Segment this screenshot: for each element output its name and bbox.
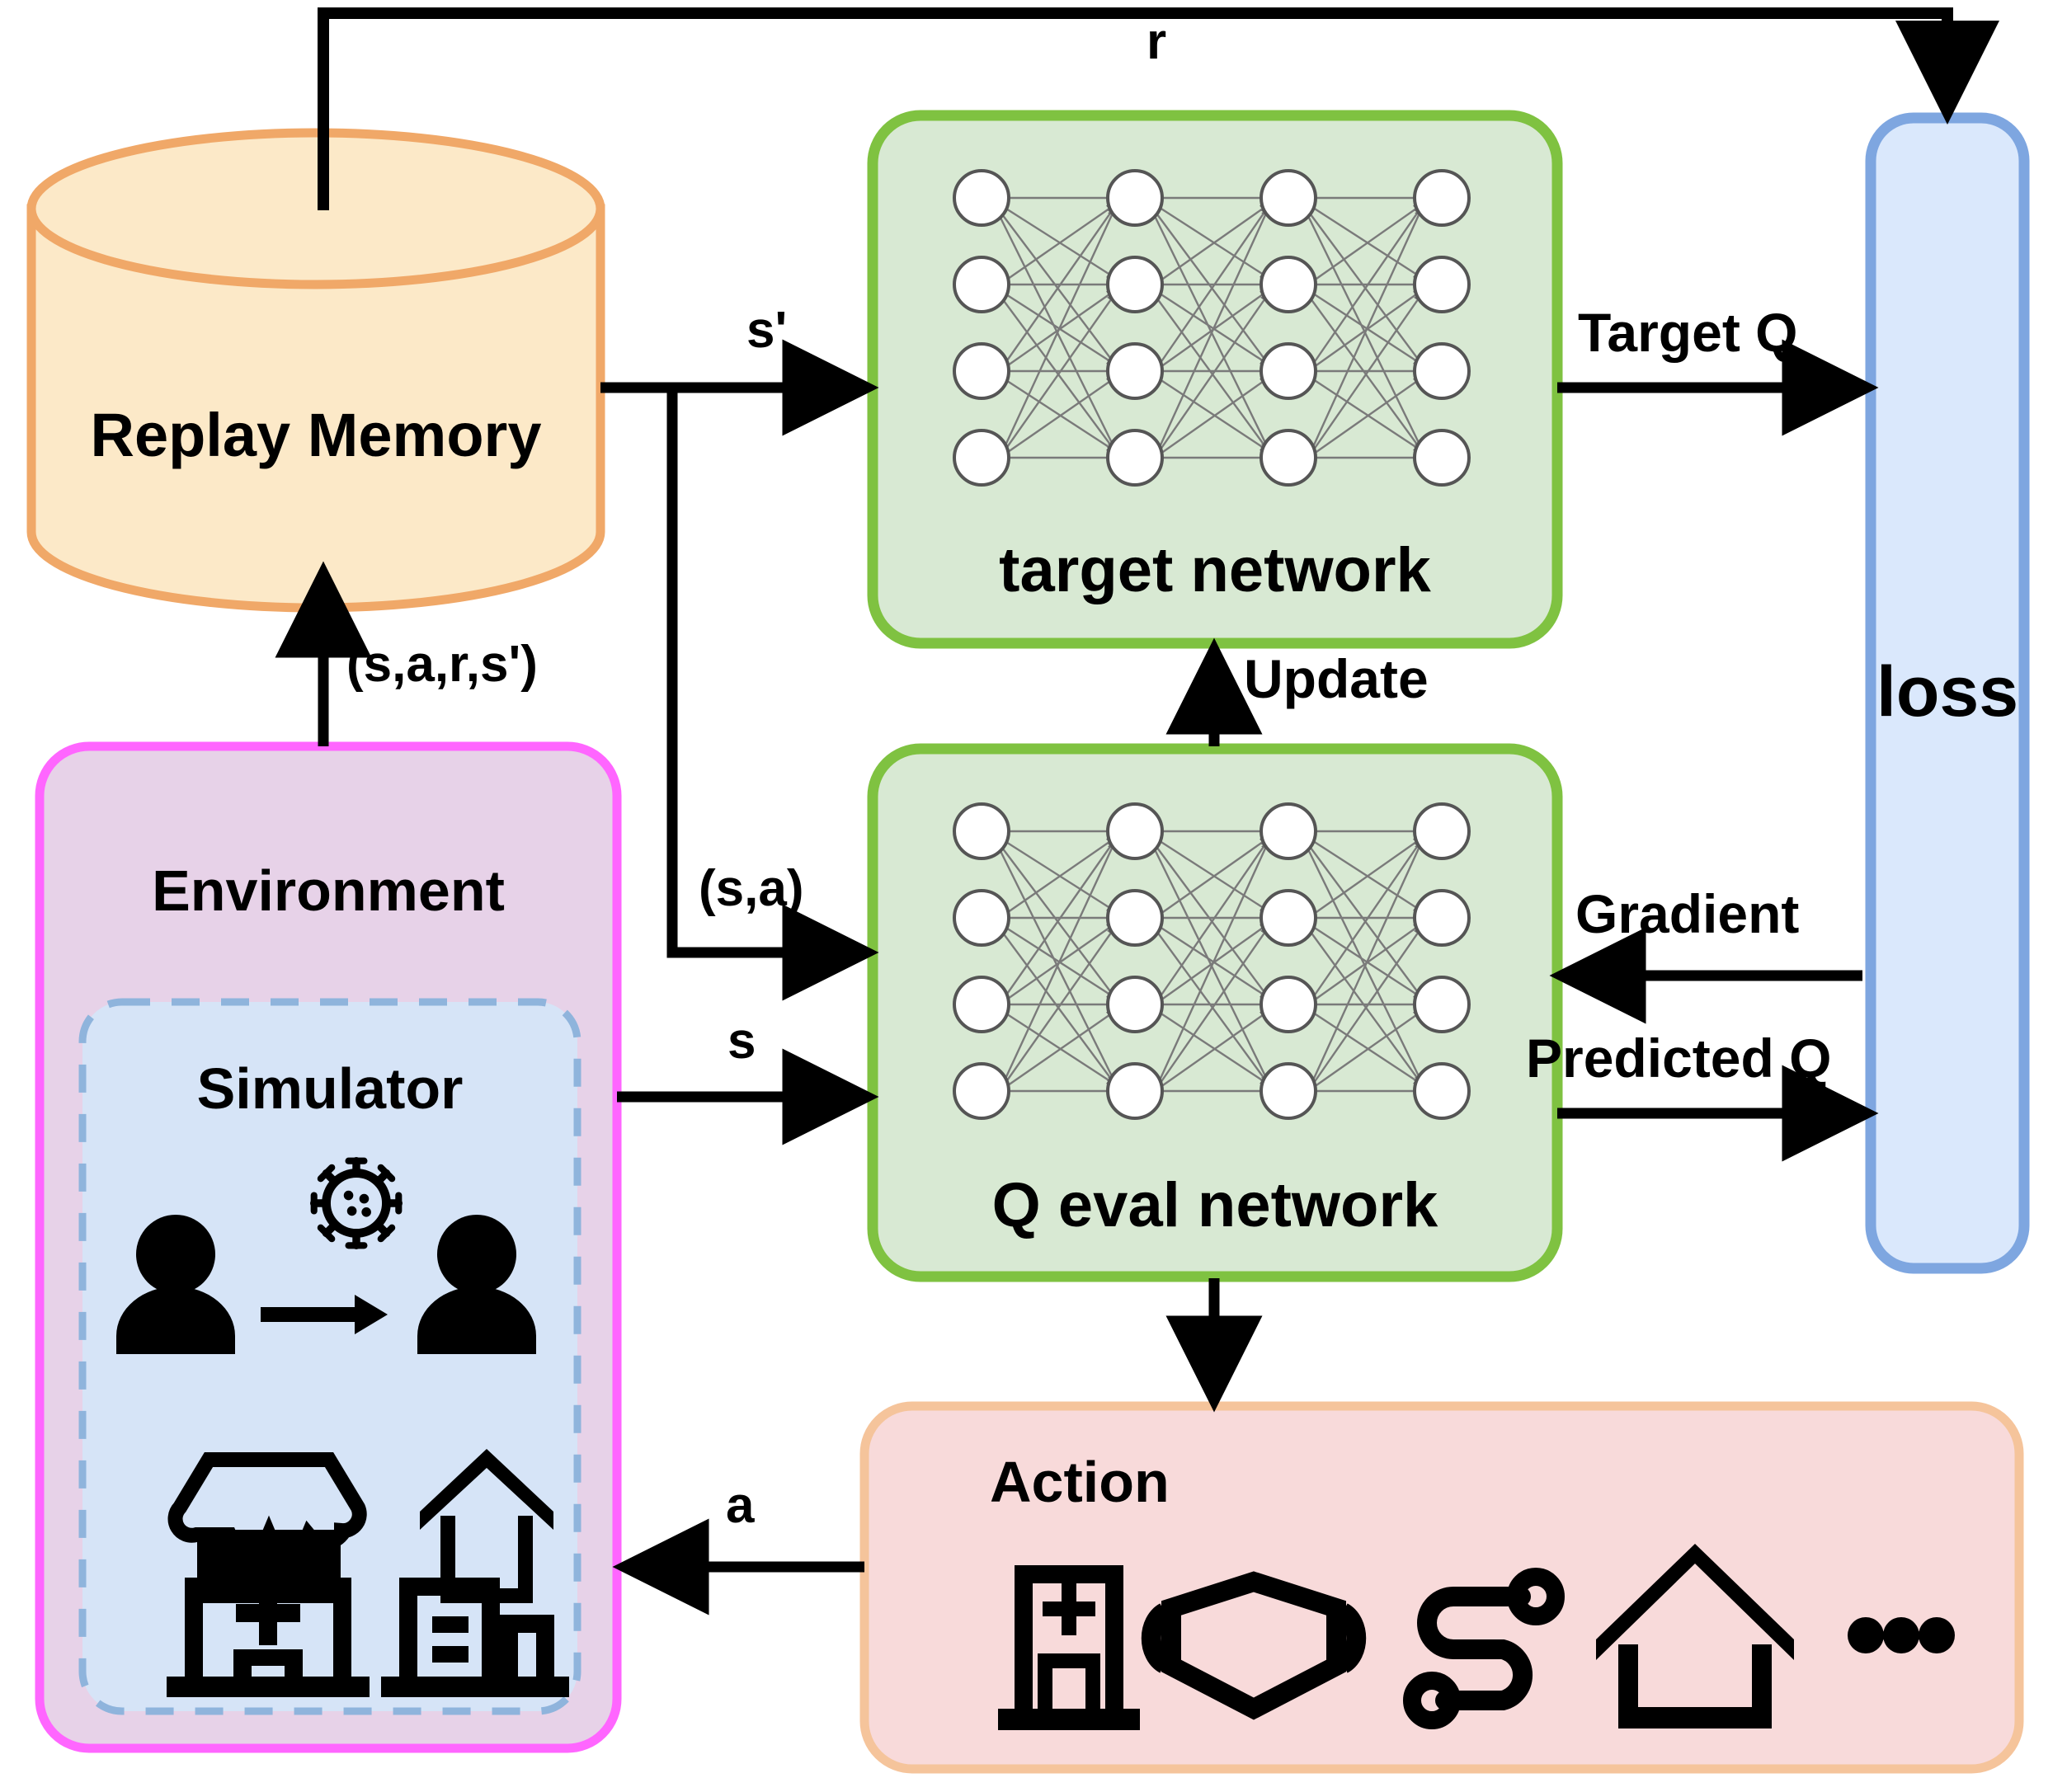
environment-label: Environment xyxy=(152,858,505,923)
loss-label: loss xyxy=(1876,652,2019,731)
target-network-graph xyxy=(953,169,1471,487)
edge-label-transition: (s,a,r,s') xyxy=(346,636,538,693)
edge-label-target-q: Target Q xyxy=(1578,302,1798,363)
office-building-icon xyxy=(381,1578,569,1697)
edge-label-reward: r xyxy=(1147,13,1167,70)
target-network-label: target network xyxy=(999,535,1431,605)
node-replay-memory[interactable] xyxy=(26,128,605,613)
virus-icon xyxy=(309,1156,403,1250)
q-eval-network-graph xyxy=(953,802,1471,1120)
node-action[interactable] xyxy=(859,1401,2024,1774)
house-icon xyxy=(1596,1544,1794,1729)
face-mask-icon xyxy=(1141,1571,1367,1720)
social-distance-route-icon xyxy=(1403,1568,1565,1729)
replay-memory-label: Replay Memory xyxy=(90,401,542,469)
simulator-label: Simulator xyxy=(196,1056,464,1121)
hospital-icon xyxy=(998,1565,1140,1730)
person-icon xyxy=(417,1215,536,1354)
edge-label-next-state: s' xyxy=(746,302,788,359)
edge-label-gradient: Gradient xyxy=(1575,883,1800,944)
person-icon xyxy=(116,1215,235,1354)
edge-label-state-action: (s,a) xyxy=(699,860,804,917)
edge-label-update: Update xyxy=(1244,648,1429,709)
q-eval-network-label: Q eval network xyxy=(991,1170,1438,1240)
edge-label-predicted-q: Predicted Q xyxy=(1526,1028,1832,1089)
transmission-arrow-icon xyxy=(261,1295,388,1334)
edge-label-state: s xyxy=(727,1013,756,1070)
edge-reward xyxy=(318,7,1999,210)
simulator-icon-group xyxy=(116,1156,569,1697)
edge-state-action xyxy=(666,388,879,1001)
edge-label-action-out: a xyxy=(726,1477,755,1534)
hospital-icon xyxy=(167,1578,370,1697)
action-label: Action xyxy=(990,1450,1170,1514)
ellipsis-icon xyxy=(1848,1617,1955,1653)
action-icon-group xyxy=(998,1544,1955,1730)
